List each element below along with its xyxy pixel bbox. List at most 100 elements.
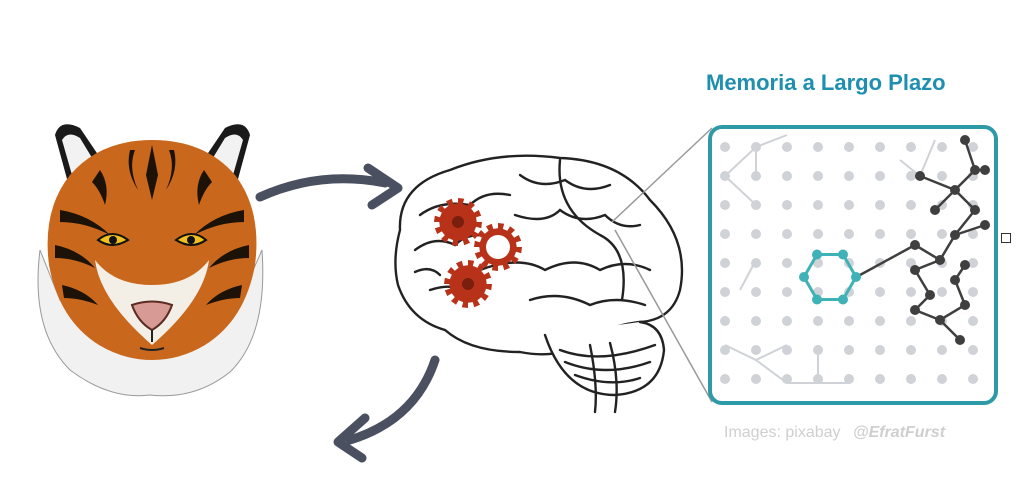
dark-molecule-node	[970, 205, 980, 215]
grid-node	[813, 345, 823, 355]
teal-molecule-node	[838, 294, 848, 305]
grid-node	[968, 374, 978, 384]
grid-node	[844, 374, 854, 384]
grid-node	[968, 258, 978, 268]
tiger-face-icon	[37, 124, 264, 397]
dark-molecule-node	[935, 315, 945, 325]
grid-node	[720, 316, 730, 326]
grid-node	[782, 316, 792, 326]
network-link-faint	[724, 175, 757, 206]
grid-node	[782, 171, 792, 181]
grid-node	[906, 229, 916, 239]
grid-node	[813, 316, 823, 326]
grid-node	[906, 287, 916, 297]
dark-molecule-node	[980, 220, 990, 230]
grid-node	[937, 345, 947, 355]
grid-node	[937, 374, 947, 384]
grid-node	[968, 287, 978, 297]
grid-node	[813, 200, 823, 210]
teal-molecule-node	[812, 249, 822, 260]
grid-node	[875, 229, 885, 239]
zoom-connector-lines	[611, 127, 713, 403]
dark-molecule-link	[919, 174, 956, 192]
grid-node	[751, 316, 761, 326]
grid-node	[782, 287, 792, 297]
image-credit: Images: pixabay @EfratFurst	[724, 424, 945, 442]
grid-node	[999, 345, 1009, 355]
gear-icon	[434, 198, 522, 308]
grid-node	[906, 142, 916, 152]
grid-node	[906, 200, 916, 210]
grid-node	[999, 316, 1009, 326]
grid-node	[782, 200, 792, 210]
dark-molecule-node	[950, 230, 960, 240]
teal-molecule-node	[838, 249, 848, 260]
dark-molecule-node	[980, 165, 990, 175]
grid-node	[751, 142, 761, 152]
diagram-title: Memoria a Largo Plazo	[706, 70, 946, 95]
grid-node	[844, 200, 854, 210]
dark-molecule-node	[910, 265, 920, 275]
grid-node	[782, 345, 792, 355]
dark-molecule-node	[955, 335, 965, 345]
grid-node	[751, 374, 761, 384]
grid-node	[720, 345, 730, 355]
grid-node	[999, 142, 1009, 152]
grid-node	[782, 258, 792, 268]
curved-arrow-down-left-icon	[333, 355, 440, 463]
grid-node	[999, 374, 1009, 384]
dark-molecule-link	[859, 243, 916, 277]
grid-node	[875, 374, 885, 384]
grid-node	[751, 287, 761, 297]
dark-molecule-node	[950, 185, 960, 195]
checkbox-marker	[1001, 233, 1011, 243]
grid-node	[720, 258, 730, 268]
teal-molecule-node	[799, 272, 809, 282]
grid-node	[844, 142, 854, 152]
grid-node	[968, 316, 978, 326]
grid-node	[875, 345, 885, 355]
grid-node	[720, 200, 730, 210]
grid-node	[813, 142, 823, 152]
memory-network-box	[708, 125, 1009, 405]
grid-node	[999, 171, 1009, 181]
grid-node	[906, 345, 916, 355]
grid-node	[720, 287, 730, 297]
gear-hole	[486, 235, 510, 259]
dark-molecule-node	[915, 171, 925, 181]
grid-node	[937, 142, 947, 152]
grid-node	[999, 258, 1009, 268]
grid-node	[875, 142, 885, 152]
gear-hole	[452, 216, 464, 228]
grid-node	[999, 287, 1009, 297]
dark-molecule-node	[960, 135, 970, 145]
grid-node	[937, 200, 947, 210]
grid-node	[720, 229, 730, 239]
credit-prefix: Images: pixabay	[724, 424, 841, 441]
grid-node	[813, 258, 823, 268]
grid-node	[844, 229, 854, 239]
brain-outline-icon	[394, 154, 684, 414]
grid-node	[937, 287, 947, 297]
gear-hole	[462, 278, 474, 290]
grid-node	[782, 229, 792, 239]
grid-node	[906, 374, 916, 384]
grid-node	[751, 200, 761, 210]
grid-node	[813, 374, 823, 384]
grid-node	[813, 229, 823, 239]
grid-node	[720, 171, 730, 181]
grid-node	[844, 316, 854, 326]
grid-node	[937, 229, 947, 239]
grid-node	[875, 316, 885, 326]
credit-handle: @EfratFurst	[852, 424, 946, 441]
dark-molecule-node	[930, 205, 940, 215]
grid-node	[751, 258, 761, 268]
dark-molecule-node	[960, 300, 970, 310]
grid-node	[906, 171, 916, 181]
grid-node	[968, 345, 978, 355]
dark-molecule-link	[954, 223, 986, 237]
grid-node	[751, 345, 761, 355]
grid-node	[782, 374, 792, 384]
teal-molecule-node	[851, 272, 861, 282]
grid-node	[844, 171, 854, 181]
